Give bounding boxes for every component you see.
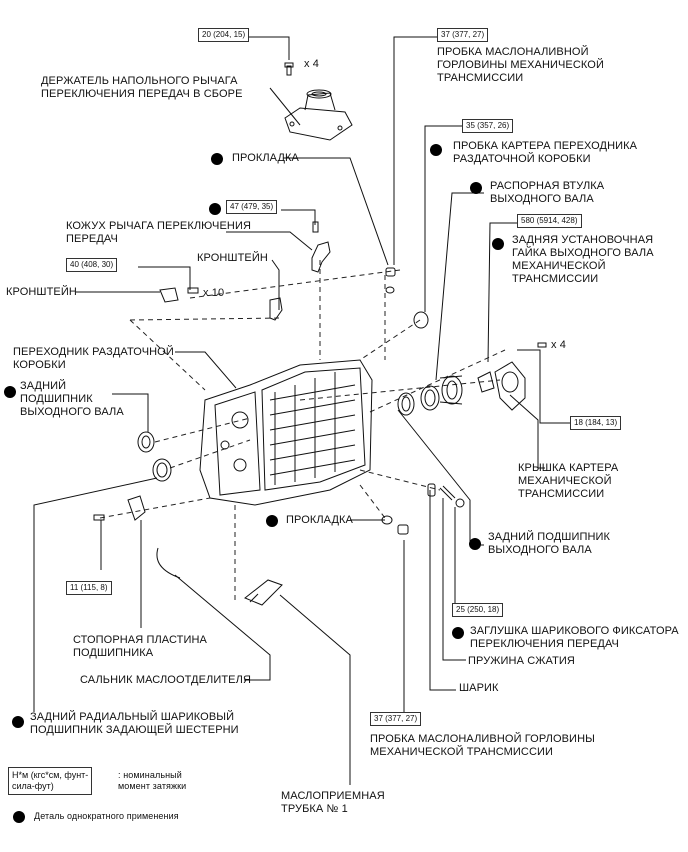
- torque-box: 37 (377, 27): [437, 28, 489, 42]
- leader-line: [174, 574, 271, 681]
- gasket-label: ПРОКЛАДКА: [286, 514, 353, 526]
- one-time-use-dot: [266, 515, 278, 527]
- leader-line: [271, 259, 280, 310]
- leader-line: [175, 351, 237, 389]
- leader-line: [226, 231, 313, 251]
- one-time-use-dot: [469, 538, 481, 550]
- torque-box: 35 (357, 26): [462, 119, 514, 133]
- leader-line: [283, 157, 389, 266]
- leader-line: [233, 36, 290, 60]
- separator-seal-label: САЛЬНИК МАСЛООТДЕЛИТЕЛЯ: [80, 674, 251, 686]
- leader-line: [442, 498, 466, 661]
- radial-bearing: [152, 458, 172, 482]
- legend-unit-box: Н*м (кгс*см, фунт-сила-фут): [8, 767, 93, 795]
- gasket-label: ПРОКЛАДКА: [232, 152, 299, 164]
- torque-box: 580 (5914, 428): [517, 214, 582, 228]
- bracket-label: КРОНШТЕЙН: [6, 286, 77, 298]
- one-time-use-dot: [452, 627, 464, 639]
- leader-line: [33, 477, 158, 712]
- one-time-use-dot: [470, 182, 482, 194]
- torque-box: 40 (408, 30): [66, 258, 118, 272]
- one-time-use-dot: [211, 153, 223, 165]
- qty-label: x 10: [203, 287, 225, 299]
- leader-line: [269, 87, 301, 126]
- one-time-use-dot: [492, 238, 504, 250]
- leader-line: [397, 409, 484, 546]
- torque-box: 11 (115, 8): [66, 581, 112, 595]
- transfer-adapter-case: [199, 359, 373, 506]
- torque-box: 18 (184, 13): [570, 416, 622, 430]
- one-time-use-dot: [4, 386, 16, 398]
- one-time-use-dot: [209, 203, 221, 215]
- leader-line: [393, 36, 437, 265]
- torque-box: 47 (479, 35): [226, 200, 278, 214]
- one-time-use-dot: [12, 716, 24, 728]
- leader-line: [435, 192, 484, 381]
- torque-box: 25 (250, 18): [452, 603, 504, 617]
- leader-line: [517, 349, 570, 424]
- qty-label: x 4: [304, 58, 319, 70]
- leader-line: [281, 209, 316, 225]
- one-time-use-dot: [430, 144, 442, 156]
- extension-cover: [494, 361, 526, 411]
- shift-lever-cover: [311, 241, 331, 273]
- floor-shift-holder: [284, 107, 353, 141]
- one-time-use-dot: [13, 811, 25, 823]
- leader-line: [112, 393, 149, 432]
- leader-line: [279, 594, 351, 785]
- torque-box: 20 (204, 15): [198, 28, 250, 42]
- leader-line: [429, 490, 456, 691]
- leader-line: [509, 394, 545, 469]
- legend-one-time-use: Деталь однократного применения: [34, 811, 179, 821]
- leader-line: [424, 125, 466, 312]
- torque-box: 37 (377, 27): [370, 712, 422, 726]
- oil-pipe: [244, 579, 283, 606]
- leader-line: [487, 222, 519, 363]
- bracket-label: КРОНШТЕЙН: [197, 252, 268, 264]
- separator-seal: [156, 547, 181, 579]
- spring-label: ПРУЖИНА СЖАТИЯ: [468, 655, 575, 667]
- qty-label: x 4: [551, 339, 566, 351]
- spacer: [441, 375, 463, 405]
- leader-line: [138, 266, 191, 290]
- ball-label: ШАРИК: [459, 682, 499, 694]
- rear-bearing-left: [137, 431, 155, 453]
